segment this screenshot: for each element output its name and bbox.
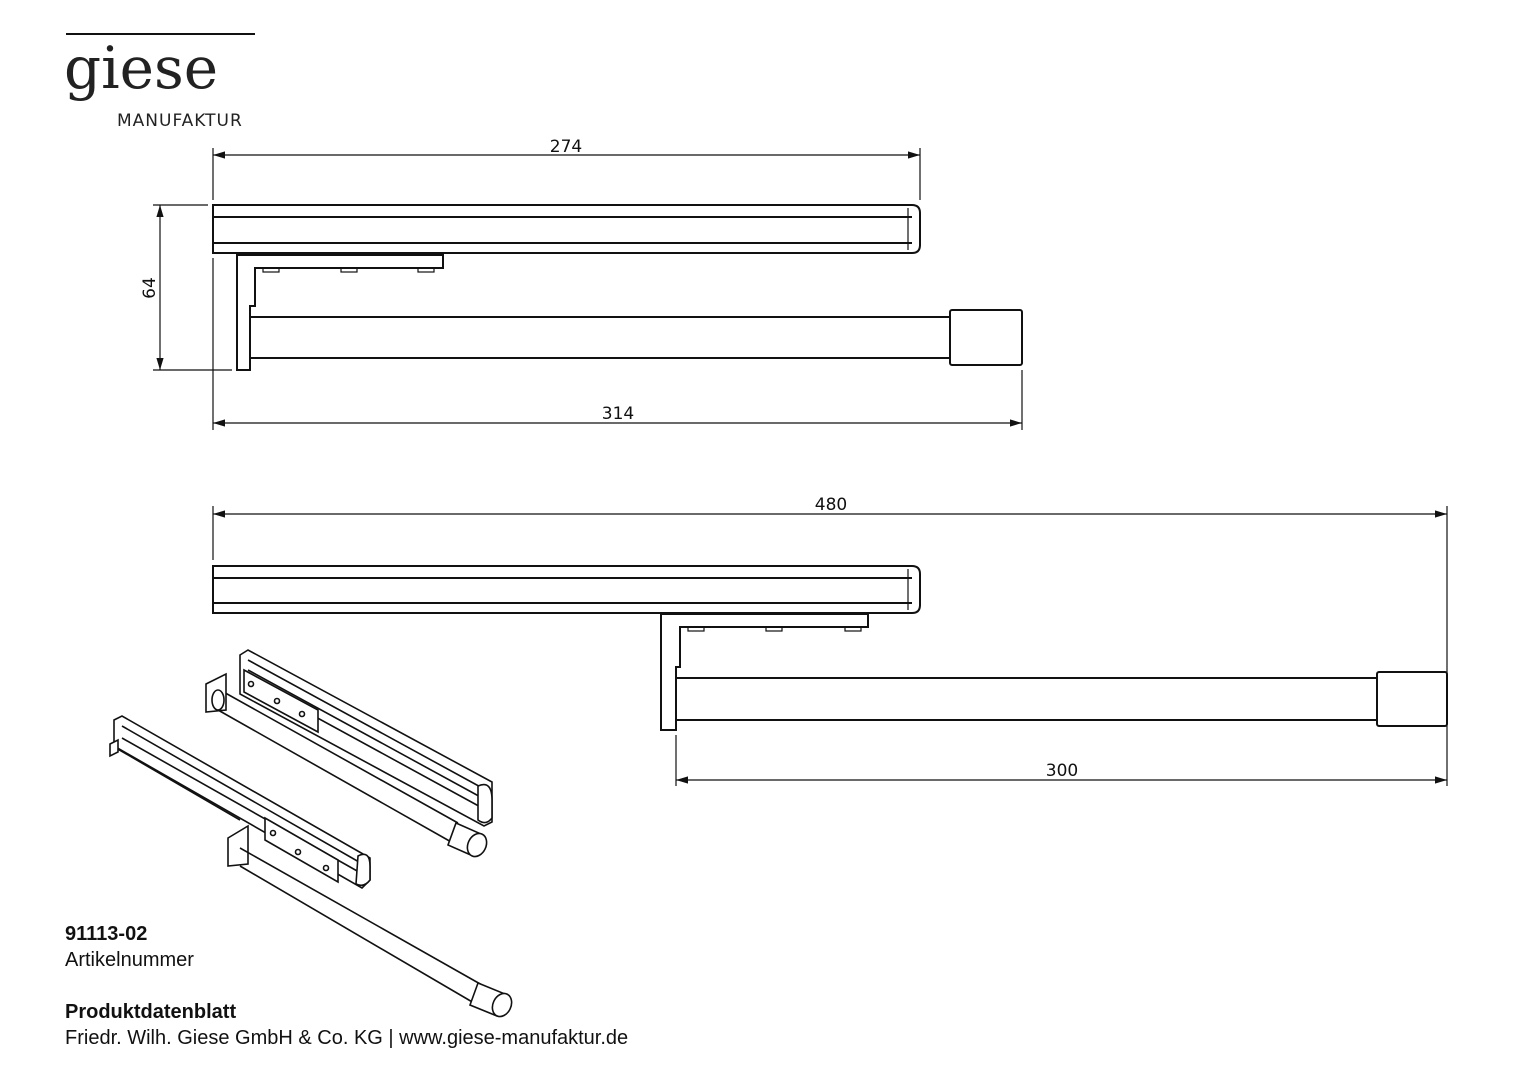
- end-cap-extended: [1376, 671, 1448, 727]
- isometric-view: [109, 649, 513, 1018]
- dim-480: 480: [815, 495, 847, 515]
- bracket-closed: [236, 254, 444, 371]
- extended-view: 480 300: [212, 495, 1448, 786]
- rod-closed: [249, 316, 951, 359]
- dim-314: 314: [602, 404, 634, 424]
- bracket-extended: [660, 613, 869, 731]
- rod-extended: [675, 677, 1378, 721]
- closed-view: 274 64 314: [140, 137, 1023, 430]
- logo-wordmark: giese: [64, 34, 218, 102]
- article-number: 91113-02: [65, 923, 148, 945]
- dim-300: 300: [1046, 761, 1078, 781]
- company-footer: Friedr. Wilh. Giese GmbH & Co. KG | www.…: [65, 1027, 629, 1049]
- company-logo: giese MANUFAKTUR: [64, 33, 255, 131]
- article-number-label: Artikelnummer: [65, 949, 194, 971]
- dim-64: 64: [140, 277, 160, 299]
- rail-closed: [212, 204, 921, 254]
- logo-subtitle: MANUFAKTUR: [117, 111, 243, 131]
- dim-274: 274: [550, 137, 582, 157]
- document-type: Produktdatenblatt: [65, 1001, 237, 1023]
- end-cap-closed: [949, 309, 1023, 366]
- rail-extended: [212, 565, 921, 614]
